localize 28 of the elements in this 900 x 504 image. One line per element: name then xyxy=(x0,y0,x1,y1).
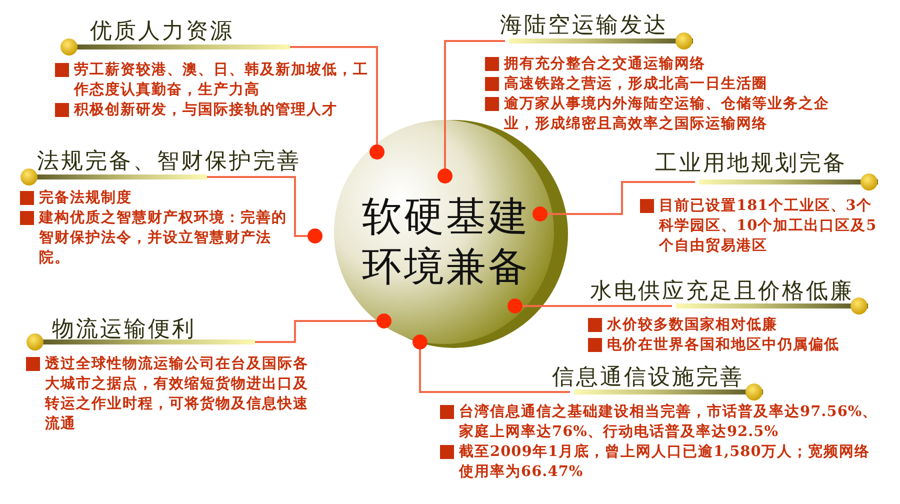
bullet-text: 积极创新研发，与国际接轨的管理人才 xyxy=(55,100,375,120)
bullet-text: 劳工薪资较港、澳、日、韩及新加坡低，工作态度认真勤奋，生产力高 xyxy=(55,60,375,100)
topic-heading: 海陆空运输发达 xyxy=(500,12,668,40)
bullet-text: 拥有充分整合之交通运输网络 xyxy=(485,54,847,74)
bullet-text: 电价在世界各国和地区中仍属偏低 xyxy=(588,335,870,355)
topic-heading: 法规完备、智财保护完善 xyxy=(37,148,301,176)
connector-line xyxy=(508,298,672,314)
bullet-text: 台湾信息通信之基础建设相当完善，市话普及率达97.56%、家庭上网率达76%、行动电话普及率达92.5% xyxy=(440,402,880,442)
topic-heading: 工业用地规划完备 xyxy=(655,150,847,178)
bullet-text: 完备法规制度 xyxy=(20,188,288,208)
connector-line xyxy=(207,176,322,244)
connector-line xyxy=(532,181,695,222)
connector-line xyxy=(255,314,392,343)
connector-line xyxy=(412,334,570,393)
bullet-text: 透过全球性物流运输公司在台及国际各大城市之据点，有效缩短货物进出口及转运之作业时程，可将货物及信息快速流通 xyxy=(26,354,318,434)
center-title: 软硬基建环境兼备 xyxy=(362,193,531,292)
topic-heading: 优质人力资源 xyxy=(90,18,234,46)
bullet-text: 水价较多数国家相对低廉 xyxy=(588,315,870,335)
topic-heading: 水电供应充足且价格低廉 xyxy=(590,278,854,306)
bullet-text: 目前已设置181个工业区、3个科学园区、10个加工出口区及5个自由贸易港区 xyxy=(640,196,880,256)
bullet-text: 截至2009年1月底，曾上网人口已逾1,580万人；宽频网络使用率为66.47% xyxy=(440,442,880,482)
topic-heading: 物流运输便利 xyxy=(52,316,196,344)
bullet-text: 逾万家从事境内外海陆空运输、仓储等业务之企业，形成绵密且高效率之国际运输网络 xyxy=(485,94,847,134)
connector-line xyxy=(438,40,505,184)
bullet-text: 建构优质之智慧财产权环境：完善的智财保护法令，并设立智慧财产法院。 xyxy=(20,208,288,268)
bullet-text: 高速铁路之营运，形成北高一日生活圈 xyxy=(485,74,847,94)
topic-heading: 信息通信设施完善 xyxy=(552,364,744,392)
connector-line xyxy=(290,46,384,160)
